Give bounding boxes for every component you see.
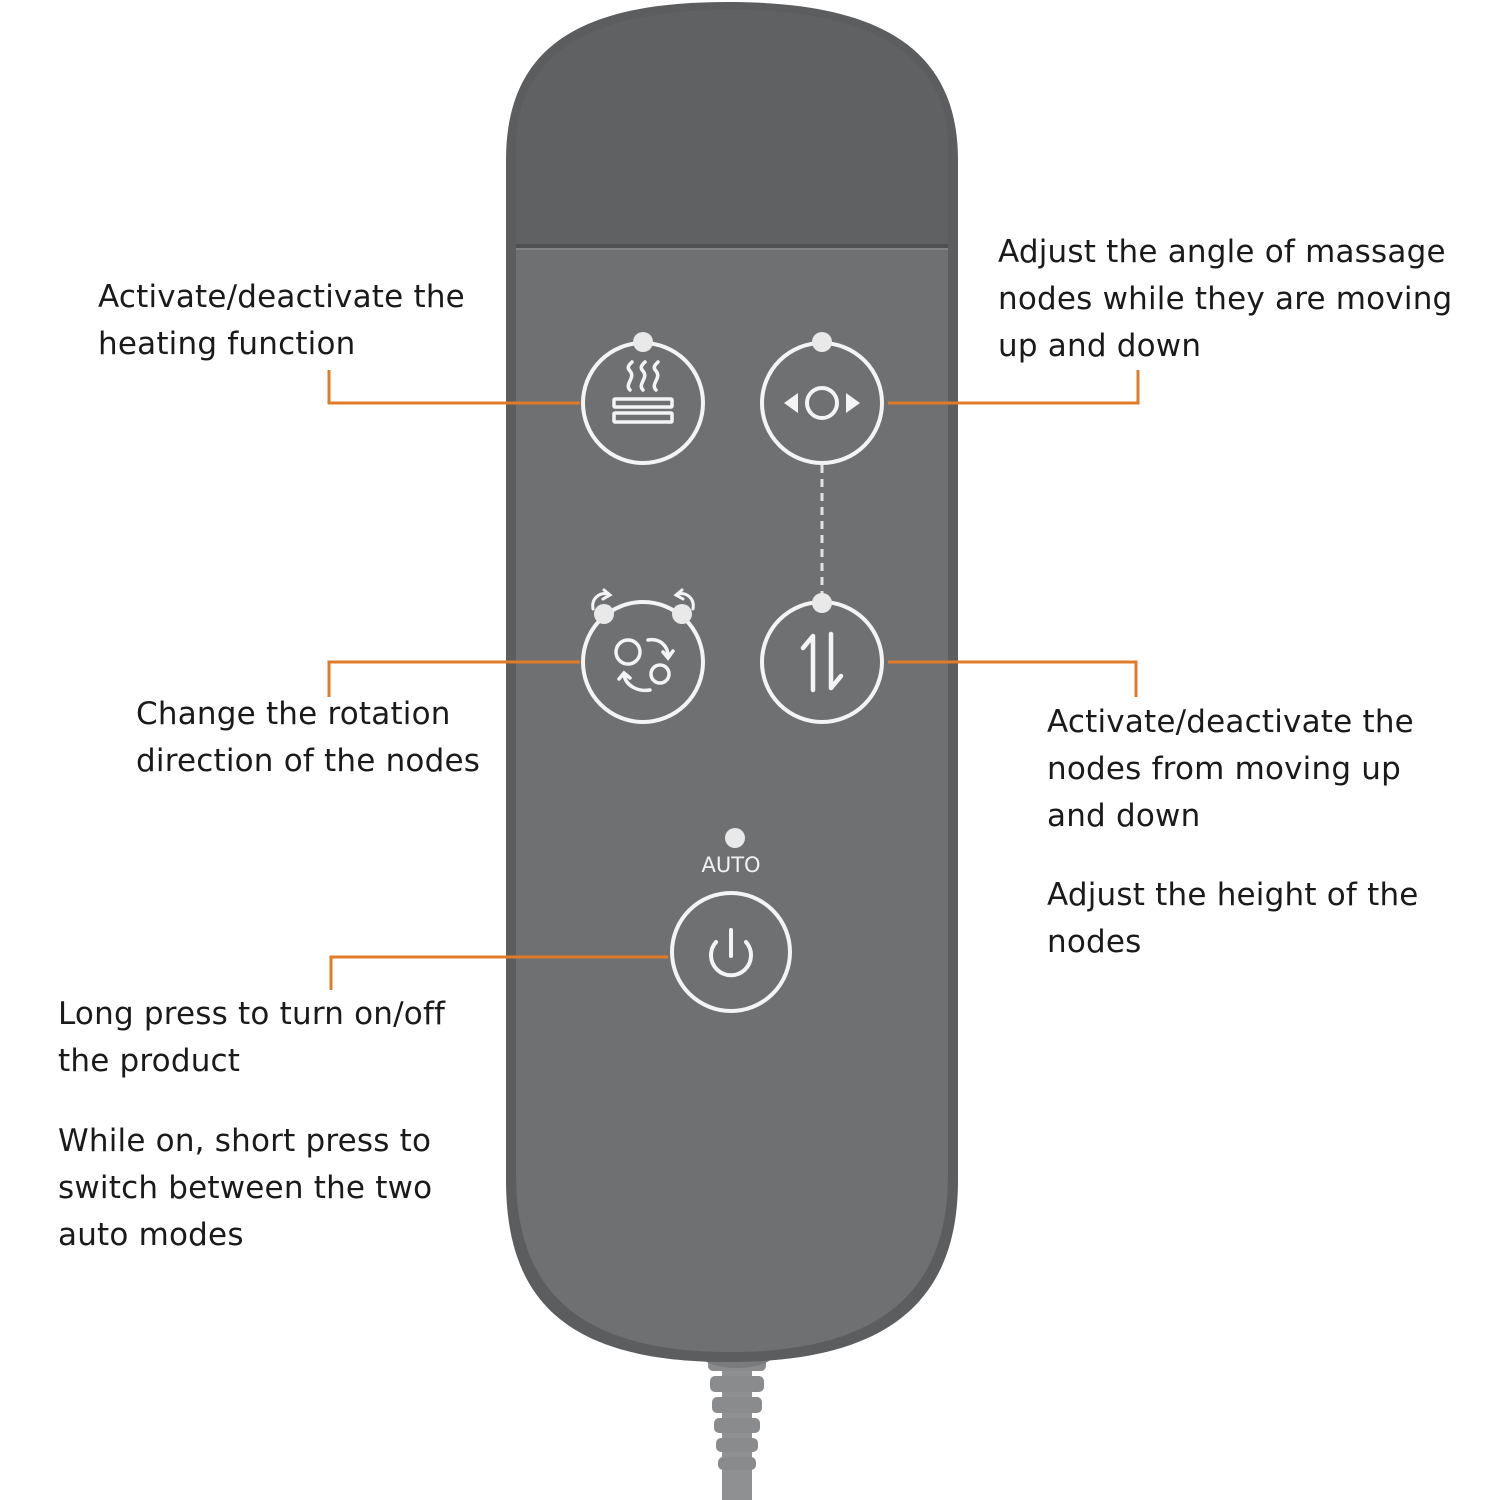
callout-updown-line2: nodes from moving up — [1047, 751, 1401, 787]
auto-label: AUTO — [701, 853, 760, 877]
callout-updown-line1: Activate/deactivate the — [1047, 704, 1414, 740]
callout-angle-line3: up and down — [998, 328, 1202, 364]
rotation-indicator-led-left — [594, 604, 614, 624]
callout-power: Long press to turn on/off the product — [58, 991, 445, 1085]
callout-line-rotation — [327, 660, 580, 697]
callout-height-line2: nodes — [1047, 924, 1142, 960]
callout-angle-line2: nodes while they are moving — [998, 281, 1453, 317]
angle-arrows-icon — [784, 386, 860, 420]
power-icon — [709, 928, 753, 978]
callout-line-power — [329, 955, 668, 990]
callout-updown: Activate/deactivate the nodes from movin… — [1047, 699, 1414, 840]
auto-indicator-led — [725, 828, 745, 848]
updown-indicator-led — [812, 593, 832, 613]
heat-button[interactable] — [581, 332, 705, 465]
callout-heating-line2: heating function — [98, 326, 356, 362]
power-button[interactable]: AUTO — [670, 828, 792, 1013]
callout-line-angle — [888, 370, 1140, 405]
callout-angle-line1: Adjust the angle of massage — [998, 234, 1446, 270]
remote-body — [506, 2, 958, 1362]
rotation-button[interactable] — [581, 588, 705, 724]
callout-rotation: Change the rotation direction of the nod… — [136, 691, 480, 785]
callout-height-line1: Adjust the height of the — [1047, 877, 1419, 913]
cable — [692, 1340, 782, 1500]
up-down-arrows-icon — [800, 631, 844, 693]
callout-line-updown — [888, 660, 1138, 697]
callout-lines — [327, 370, 1140, 990]
callout-power-line2: the product — [58, 1043, 241, 1079]
callout-short-press-line2: switch between the two — [58, 1170, 433, 1206]
callout-rotation-line2: direction of the nodes — [136, 743, 481, 779]
angle-button[interactable] — [760, 332, 884, 465]
callout-updown-line3: and down — [1047, 798, 1201, 834]
callout-line-heating — [327, 370, 580, 405]
callout-angle: Adjust the angle of massage nodes while … — [998, 229, 1452, 370]
callout-short-press: While on, short press to switch between … — [58, 1118, 432, 1259]
callout-height: Adjust the height of the nodes — [1047, 872, 1419, 966]
callout-heating-line1: Activate/deactivate the — [98, 279, 465, 315]
heat-indicator-led — [633, 332, 653, 352]
callout-short-press-line1: While on, short press to — [58, 1123, 432, 1159]
rotation-direction-icon — [614, 637, 675, 693]
rotation-arrows-top-icon — [591, 588, 695, 611]
rotation-indicator-led-right — [672, 604, 692, 624]
callout-power-line1: Long press to turn on/off — [58, 996, 446, 1032]
heat-waves-icon — [612, 360, 674, 424]
callout-rotation-line1: Change the rotation — [136, 696, 451, 732]
callout-heating: Activate/deactivate the heating function — [98, 274, 465, 368]
updown-button[interactable] — [760, 593, 884, 724]
angle-indicator-led — [812, 332, 832, 352]
callout-short-press-line3: auto modes — [58, 1217, 244, 1253]
